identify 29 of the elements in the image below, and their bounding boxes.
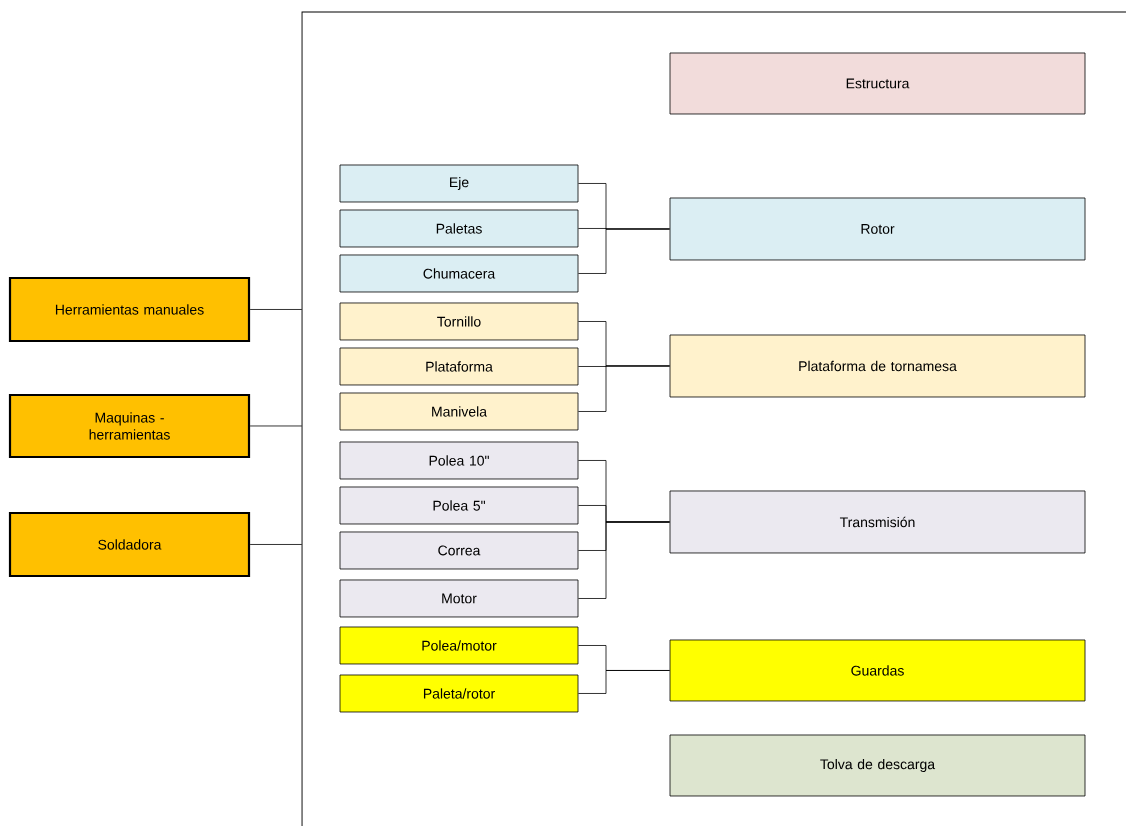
component-box: Plataforma de tornamesa [669,334,1086,398]
part-box: Correa [339,531,579,570]
connector-line [578,521,670,599]
part-box: Paleta/rotor [339,674,579,713]
connector-line [249,309,303,310]
part-box: Motor [339,579,579,618]
connector-line [578,228,670,274]
part-box: Tornillo [339,302,579,341]
part-box: Chumacera [339,254,579,293]
connector-line [249,544,303,545]
part-box: Polea/motor [339,626,579,665]
component-box: Estructura [669,52,1086,115]
tool-box: Maquinas - herramientas [8,393,251,459]
part-box: Paletas [339,209,579,248]
tool-box: Soldadora [8,511,251,578]
connector-line [578,365,670,412]
part-box: Polea 10" [339,441,579,480]
part-box: Plataforma [339,347,579,386]
tool-box: Herramientas manuales [8,276,251,343]
part-box: Eje [339,164,579,203]
part-box: Manivela [339,392,579,431]
component-box: Tolva de descarga [669,734,1086,797]
part-box: Polea 5" [339,486,579,525]
component-box: Transmisión [669,490,1086,554]
connector-line [578,670,670,694]
connector-line [249,425,303,427]
component-box: Rotor [669,197,1086,261]
frame [301,11,1126,826]
component-box: Guardas [669,639,1086,702]
